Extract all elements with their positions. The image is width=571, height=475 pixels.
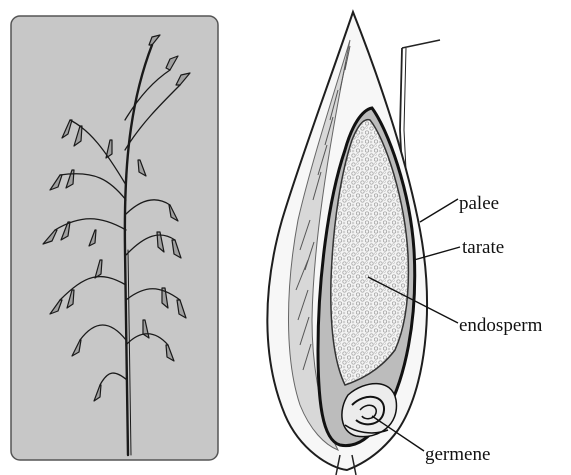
oat-plant-panel [11,16,218,460]
label-palee: palee [459,194,499,213]
label-tarate: tarate [462,238,504,257]
oat-grain-section [267,12,440,475]
label-endosperm: endosperm [459,316,542,335]
panel-background [11,16,218,460]
label-germene: germene [425,445,490,464]
palee-leader [420,199,458,222]
